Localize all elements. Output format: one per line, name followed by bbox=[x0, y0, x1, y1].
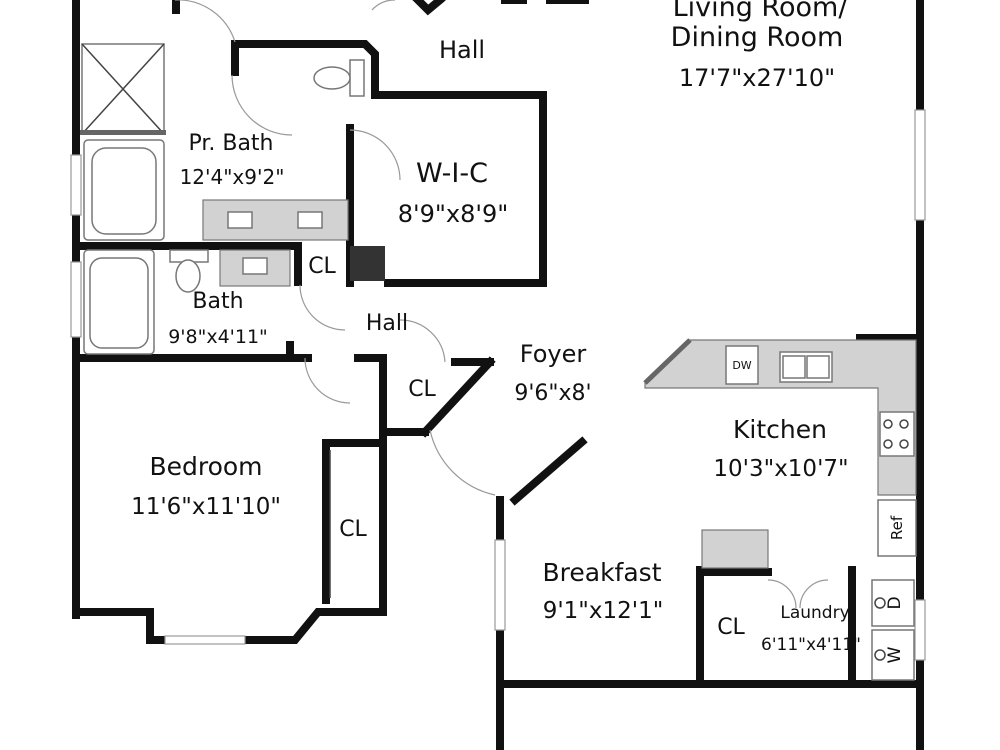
washer-label: W bbox=[885, 646, 905, 663]
wic-size: 8'9"x8'9" bbox=[398, 200, 509, 228]
cl-bedroom-name: CL bbox=[339, 517, 367, 542]
pr-bath-size: 12'4"x9'2" bbox=[180, 165, 285, 189]
bath-name: Bath bbox=[192, 289, 243, 314]
laundry-size: 6'11"x4'11" bbox=[761, 635, 861, 655]
bedroom-size: 11'6"x11'10" bbox=[131, 494, 281, 520]
toilet-secondary bbox=[169, 249, 209, 293]
bath-size: 9'8"x4'11" bbox=[168, 326, 268, 348]
refrigerator-label: Ref bbox=[888, 515, 906, 540]
hall-mid-name: Hall bbox=[366, 311, 408, 336]
hall-top-name: Hall bbox=[439, 36, 485, 64]
dishwasher bbox=[725, 345, 759, 385]
room-labels: Living Room/ Dining Room 17'7"x27'10" Ha… bbox=[131, 0, 861, 655]
kitchen-size: 10'3"x10'7" bbox=[713, 456, 848, 482]
living-size: 17'7"x27'10" bbox=[679, 64, 835, 92]
vanity-primary bbox=[202, 199, 349, 241]
breakfast-size: 9'1"x12'1" bbox=[543, 598, 664, 624]
dishwasher-label: DW bbox=[732, 359, 751, 372]
toilet-primary bbox=[313, 59, 365, 97]
foyer-name: Foyer bbox=[520, 340, 587, 368]
cl-foyer-name: CL bbox=[408, 377, 436, 402]
dryer-label: D bbox=[885, 596, 905, 609]
wic-name: W-I-C bbox=[416, 158, 488, 189]
living-name-line1: Living Room/ bbox=[673, 0, 849, 23]
washer bbox=[871, 629, 915, 681]
bathtub-secondary bbox=[83, 249, 155, 355]
bathtub-primary bbox=[83, 139, 165, 241]
cl-bath-name: CL bbox=[308, 254, 336, 279]
living-name-line2: Dining Room bbox=[671, 22, 844, 53]
dryer bbox=[871, 579, 915, 627]
windows bbox=[70, 109, 926, 661]
kitchen-name: Kitchen bbox=[733, 415, 827, 444]
shower bbox=[80, 43, 166, 135]
foyer-size: 9'6"x8' bbox=[514, 381, 591, 406]
breakfast-cabinet bbox=[701, 529, 769, 569]
pillar-block bbox=[350, 246, 385, 281]
laundry-name: Laundry bbox=[780, 603, 849, 623]
kitchen-counter bbox=[643, 338, 917, 496]
cl-breakfast-name: CL bbox=[717, 615, 745, 640]
vanity-secondary bbox=[219, 249, 291, 287]
breakfast-name: Breakfast bbox=[542, 558, 661, 587]
bedroom-name: Bedroom bbox=[149, 452, 262, 481]
doors bbox=[175, 0, 496, 496]
refrigerator bbox=[877, 499, 917, 557]
pr-bath-name: Pr. Bath bbox=[188, 131, 273, 156]
